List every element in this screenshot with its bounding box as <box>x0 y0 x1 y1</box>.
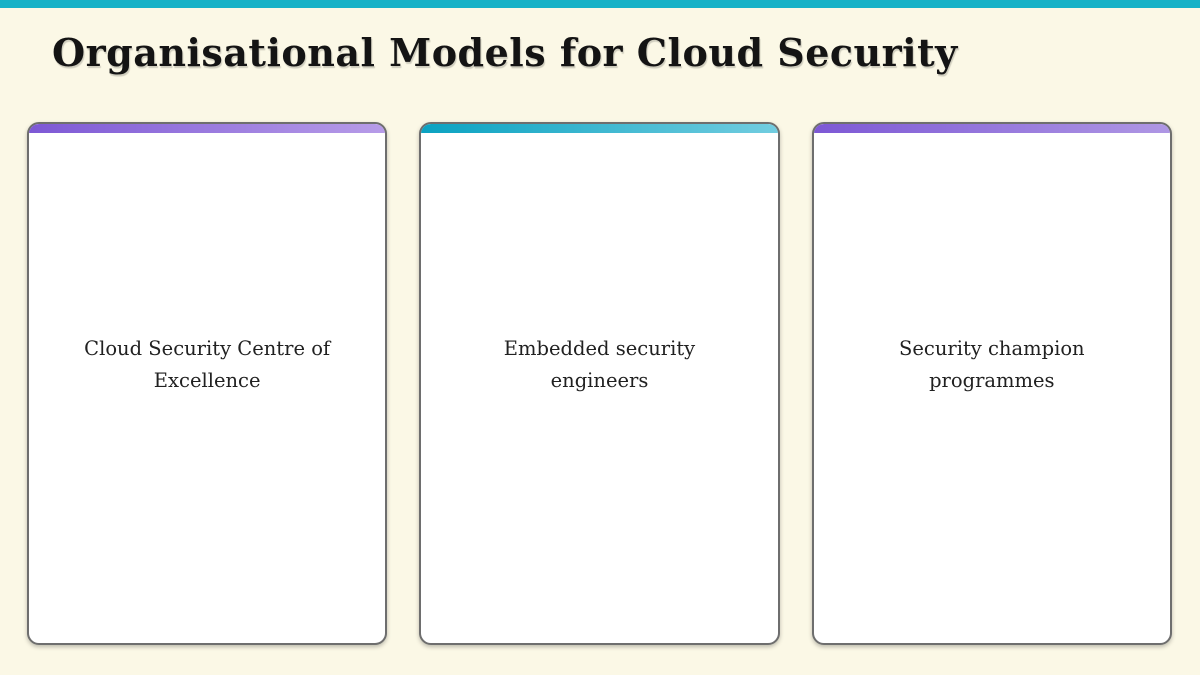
cards-row: Cloud Security Centre of Excellence Embe… <box>27 122 1172 645</box>
page-title: Organisational Models for Cloud Security <box>52 30 958 75</box>
card-label: Embedded security engineers <box>503 337 696 392</box>
card-cloud-security-centre-of-excellence: Cloud Security Centre of Excellence <box>27 122 388 645</box>
card-accent-bar <box>813 124 1170 133</box>
card-accent-bar <box>29 124 386 133</box>
card-body: Embedded security engineers <box>421 133 777 643</box>
card-label: Security champion programmes <box>899 337 1085 392</box>
card-body: Security champion programmes <box>814 133 1170 643</box>
card-embedded-security-engineers: Embedded security engineers <box>419 122 780 645</box>
card-security-champion-programmes: Security champion programmes <box>811 122 1172 645</box>
card-body: Cloud Security Centre of Excellence <box>29 133 385 643</box>
top-accent-bar <box>0 0 1200 8</box>
card-accent-bar <box>421 124 778 133</box>
card-label: Cloud Security Centre of Excellence <box>84 337 331 392</box>
